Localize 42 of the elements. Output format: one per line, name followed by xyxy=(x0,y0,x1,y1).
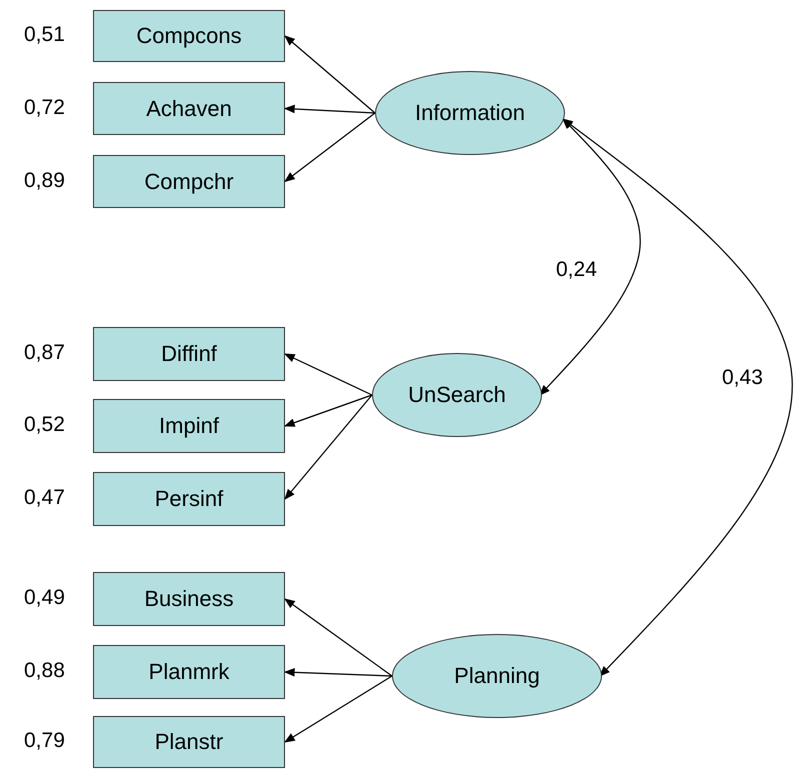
arrow xyxy=(284,675,392,743)
observed-variable-box xyxy=(93,155,285,208)
error-variance-value: 0,89 xyxy=(24,168,65,192)
observed-variable-box xyxy=(93,645,285,699)
error-variance-value: 0,47 xyxy=(24,486,65,510)
node-label: Impinf xyxy=(159,413,219,439)
node-label: UnSearch xyxy=(408,382,506,408)
error-variance-value: 0,51 xyxy=(24,23,65,47)
error-variance-value: 0,52 xyxy=(24,413,65,437)
node-label: Diffinf xyxy=(161,341,217,367)
correlation-arrow xyxy=(562,118,793,677)
node-label: Compcons xyxy=(136,23,242,49)
observed-variable-box xyxy=(93,472,285,526)
arrow xyxy=(284,394,372,500)
observed-variable-box xyxy=(93,10,285,62)
error-variance-value: 0,49 xyxy=(24,586,65,610)
arrow xyxy=(284,112,376,182)
node-label: Planstr xyxy=(154,729,224,755)
observed-variable-box xyxy=(93,716,285,768)
node-label: Persinf xyxy=(154,486,224,512)
arrow xyxy=(284,668,392,677)
error-variance-value: 0,87 xyxy=(24,341,65,365)
arrow xyxy=(284,353,372,396)
arrow xyxy=(284,394,372,427)
error-variance-value: 0,88 xyxy=(24,659,65,683)
node-label: Business xyxy=(144,586,234,612)
node-label: Planmrk xyxy=(148,659,230,685)
observed-variable-box xyxy=(93,327,285,381)
node-label: Planning xyxy=(454,663,540,689)
node-label: Information xyxy=(414,100,526,126)
observed-variable-box xyxy=(93,399,285,453)
observed-variable-box xyxy=(93,572,285,626)
error-variance-value: 0,72 xyxy=(24,96,65,120)
observed-variable-box xyxy=(93,82,285,135)
node-label: Achaven xyxy=(146,96,232,122)
arrow xyxy=(284,598,392,676)
error-variance-value: 0,79 xyxy=(24,729,65,753)
edge-label: 0,24 xyxy=(556,258,597,282)
edge-label: 0,43 xyxy=(722,366,763,390)
arrow xyxy=(284,35,376,114)
node-label: Compchr xyxy=(144,168,234,194)
arrow xyxy=(284,104,376,114)
